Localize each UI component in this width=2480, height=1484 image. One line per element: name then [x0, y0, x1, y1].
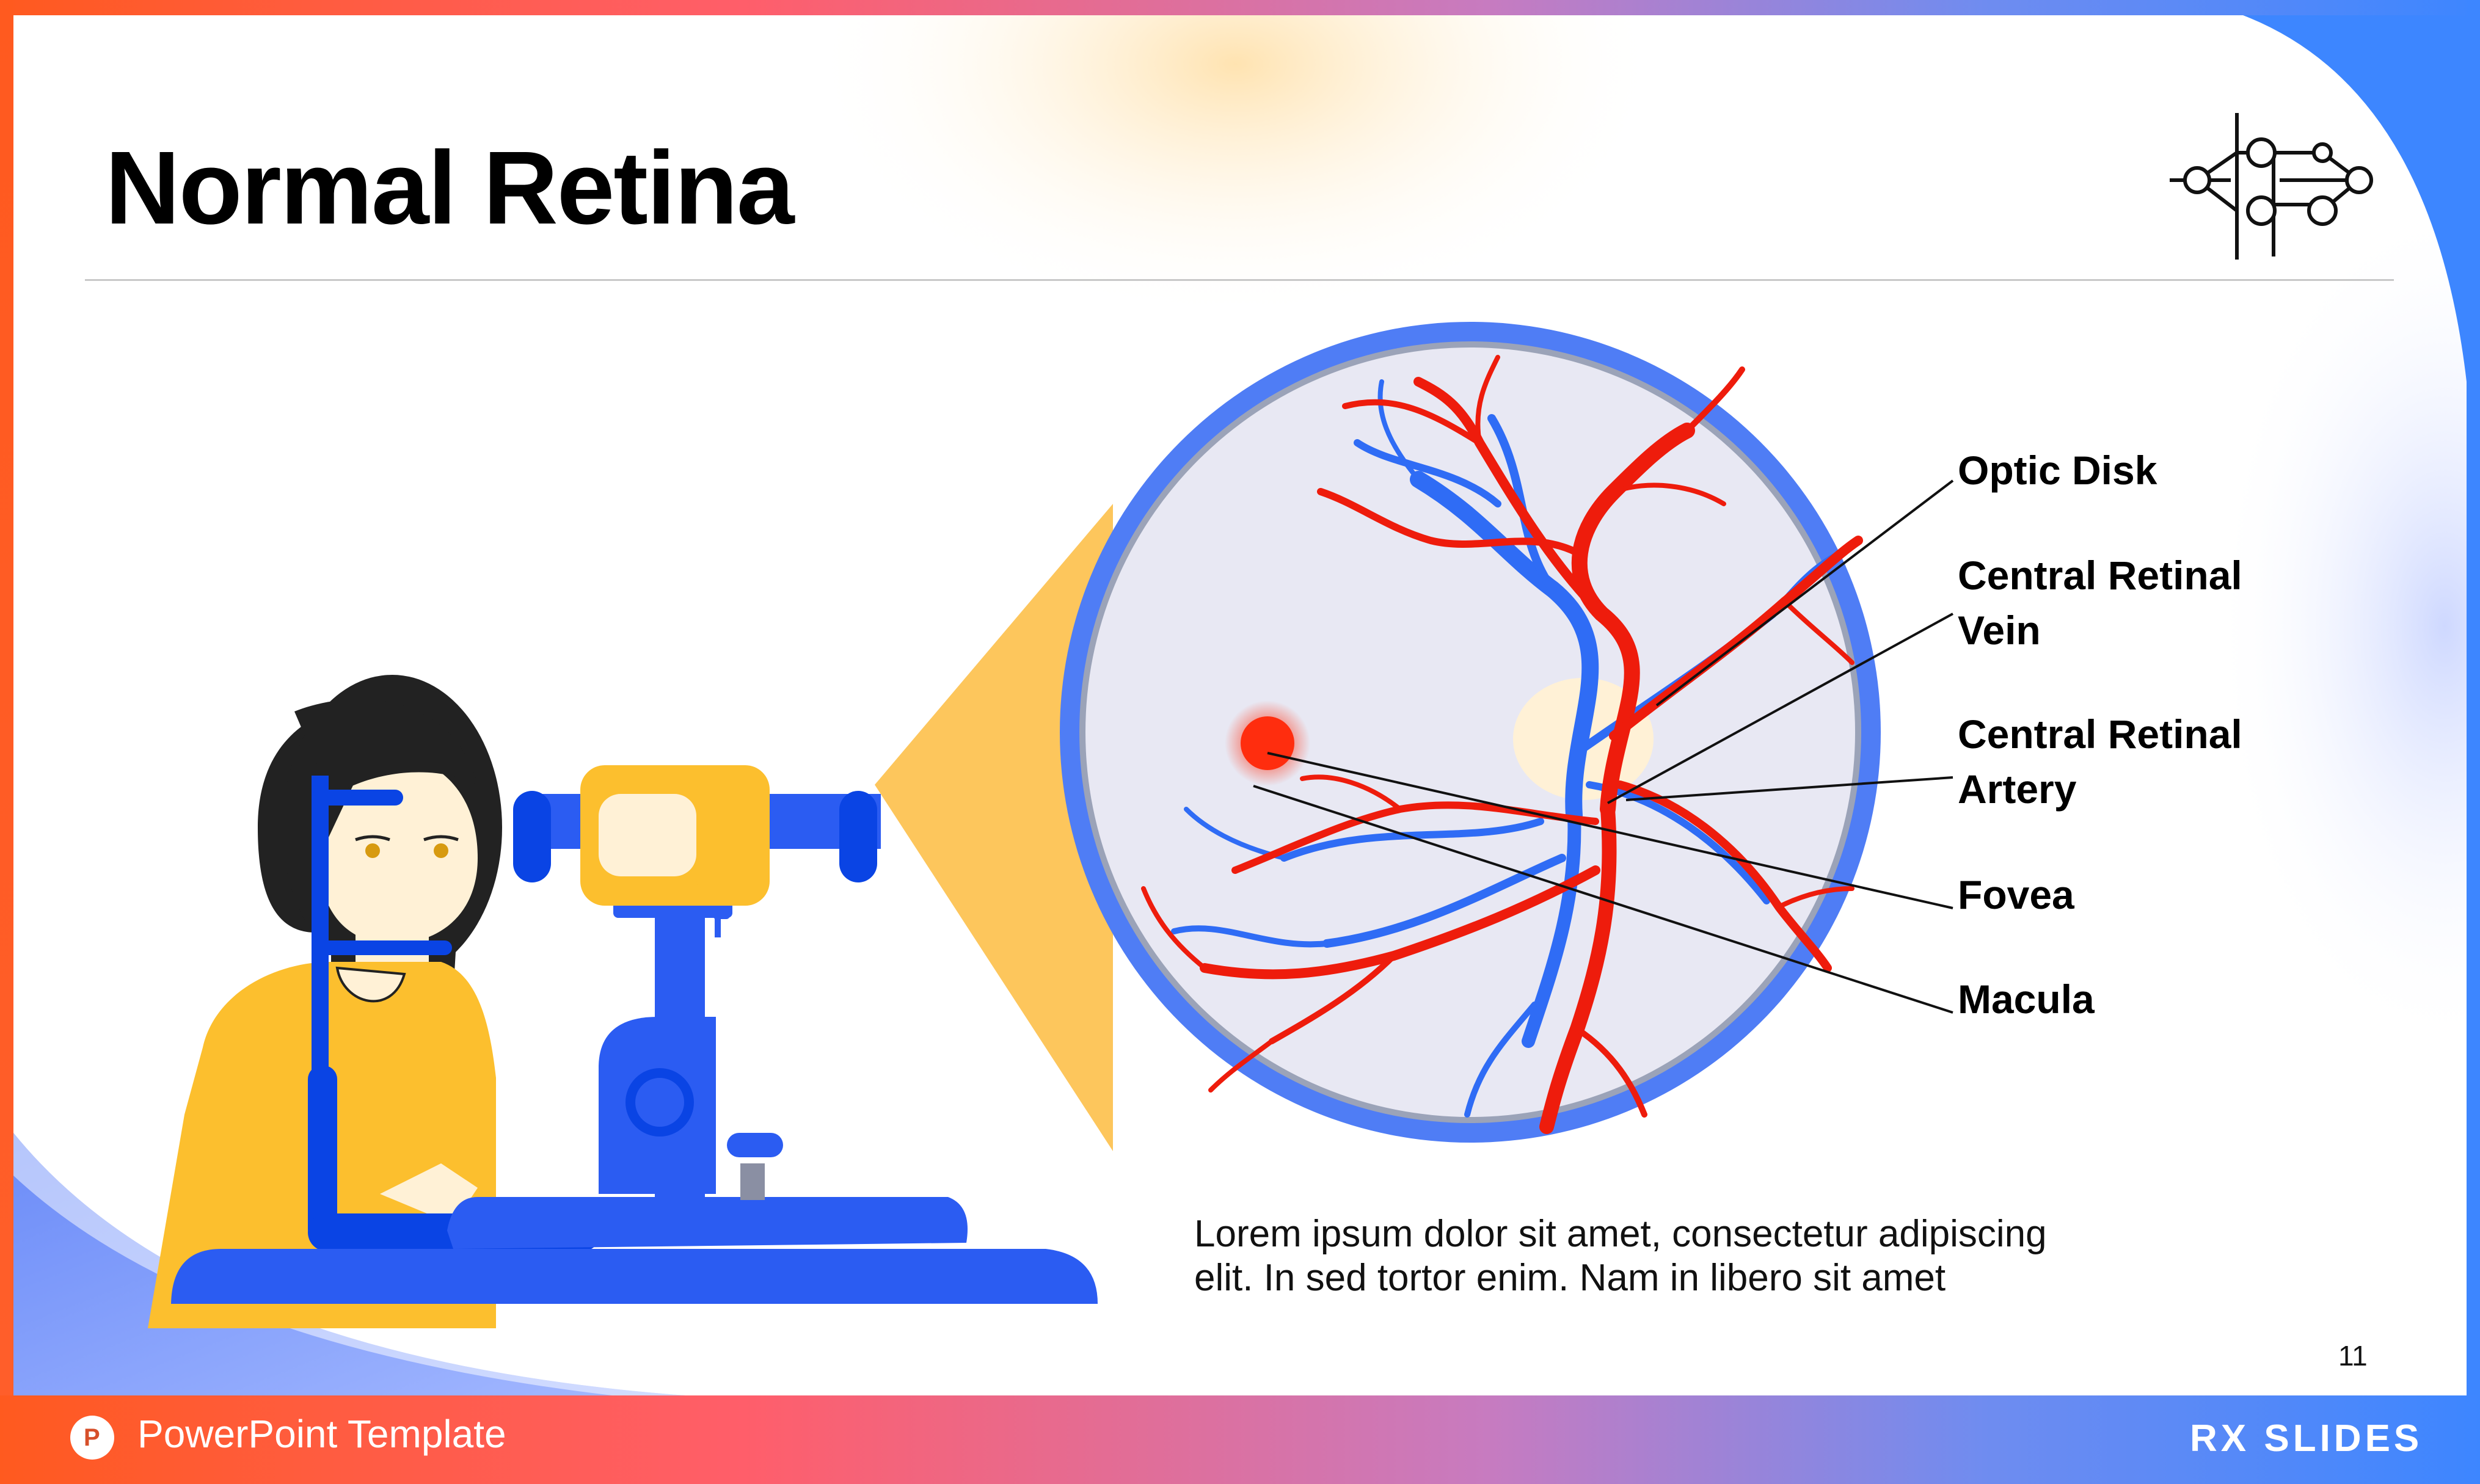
label-fovea: Fovea — [1958, 867, 2074, 922]
label-macula: Macula — [1958, 972, 2095, 1027]
top-gradient-bar — [0, 0, 2480, 15]
body-text-line2: elit. In sed tortor enim. Nam in libero … — [1194, 1256, 2172, 1300]
retina-fundus — [1085, 347, 1855, 1117]
retina-fundus-illustration — [13, 15, 2467, 1395]
right-accent-bar — [2467, 0, 2480, 1395]
label-optic-disk: Optic Disk — [1958, 443, 2157, 498]
label-artery-line1: Central Retinal — [1958, 707, 2242, 762]
powerpoint-icon-letter: P — [84, 1424, 100, 1452]
footer-template-label: PowerPoint Template — [137, 1411, 506, 1457]
label-artery-line2: Artery — [1958, 762, 2076, 817]
body-text-line1: Lorem ipsum dolor sit amet, consectetur … — [1194, 1212, 2172, 1256]
page-number: 11 — [2338, 1339, 2368, 1372]
brand-logo: RX SLIDES — [2190, 1417, 2423, 1460]
powerpoint-icon: P — [70, 1416, 114, 1460]
body-text: Lorem ipsum dolor sit amet, consectetur … — [1194, 1212, 2172, 1300]
fovea-spot — [1241, 716, 1294, 770]
slide-canvas: Normal Retina — [13, 15, 2467, 1395]
left-accent-bar — [0, 0, 13, 1395]
label-vein-line1: Central Retinal — [1958, 548, 2242, 603]
label-vein-line2: Vein — [1958, 603, 2041, 658]
